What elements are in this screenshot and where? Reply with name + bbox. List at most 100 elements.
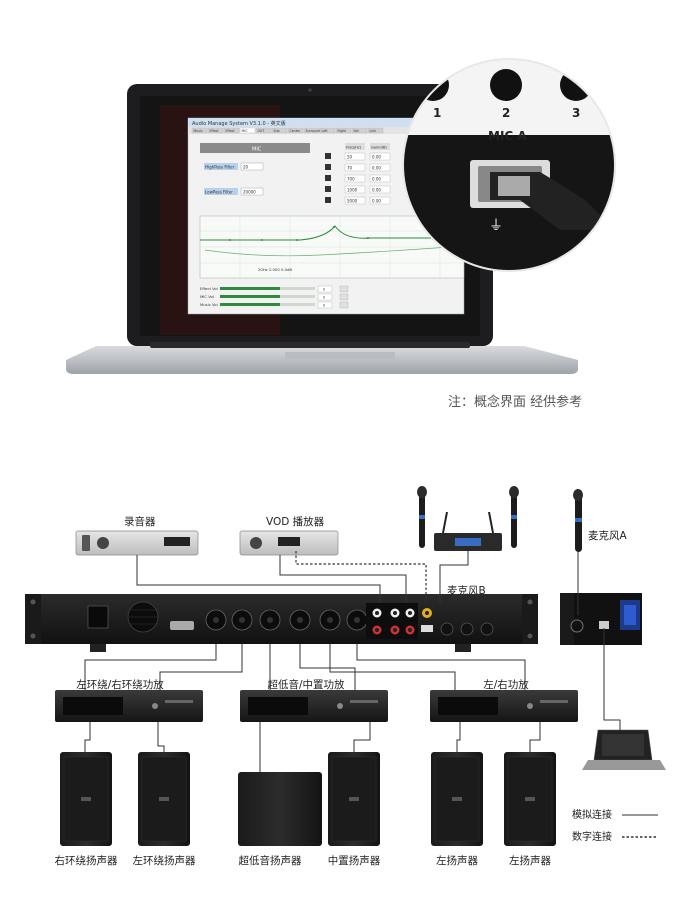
app-tab[interactable] [239,127,256,134]
eq-freq-cell[interactable] [344,185,366,194]
digital-connection [295,551,427,603]
eq-band-toggle[interactable] [325,197,331,203]
app-tab[interactable] [367,127,384,134]
eq-gain-value: 0.00 [372,177,381,182]
laptop-base [66,346,578,374]
xlr-outputs [205,609,368,631]
eq-band-toggle[interactable] [325,153,331,159]
eq-gain-cell[interactable] [369,163,391,172]
app-tab-label: OUT [258,129,265,133]
eq-gain-cell[interactable] [369,185,391,194]
laptop-keyboard-edge [150,342,470,348]
slider-value: 0 [323,288,326,292]
eq-freq-cell[interactable] [344,174,366,183]
app-tab[interactable] [271,127,288,134]
app-tab[interactable] [335,127,352,134]
slider-button[interactable] [339,285,349,293]
slider-value: 0 [323,304,326,308]
eq-freq-cell[interactable] [344,152,366,161]
eq-freq-value: 70 [347,166,353,171]
eq-freq-value: 1000 [347,188,358,193]
app-tab-label: Music [194,129,203,133]
gain-header: Gain(dB) [371,146,387,150]
lp-filter-value: 20000 [243,190,256,195]
eq-freq-value: 700 [347,177,355,182]
eq-gain-value: 0.00 [372,166,381,171]
hp-filter-select[interactable] [240,162,264,171]
slider-button[interactable] [339,293,349,301]
concept-caption: 注：概念界面 经供参考 [448,394,582,410]
eq-freq-cell[interactable] [344,163,366,172]
eq-freq-value: 5000 [347,199,358,204]
lp-filter-select[interactable] [240,187,264,196]
slider-value-box[interactable] [317,301,333,309]
slider-value-box[interactable] [317,285,333,293]
mic-inputs [440,622,494,636]
speaker-label: 中置扬声器 [328,854,381,867]
slider-fill [220,303,280,306]
power-socket [87,605,109,629]
app-titlebar [188,118,464,127]
app-tab-label: Right [338,129,347,133]
recorder-label: 录音器 [124,515,156,528]
usb-icon: ⏚ [489,218,503,234]
speaker-label: 左环绕扬声器 [133,854,196,867]
speaker-label: 右环绕扬声器 [55,854,118,867]
app-tab-label: MIC [242,129,249,133]
app-tab[interactable] [303,127,320,134]
recorder-device: 录音器 [75,515,199,556]
laptop-camera [308,88,312,92]
amplifier: 左环绕/右环绕功放 [55,678,203,722]
amplifier-label: 左环绕/右环绕功放 [76,678,164,691]
subwoofer: 超低音扬声器 [238,772,322,867]
freq-header-box [345,143,365,150]
eq-freq-cell[interactable] [344,196,366,205]
amplifier-label: 超低音/中置功放 [267,678,345,691]
rs232-port [170,621,194,630]
slider-button[interactable] [339,301,349,309]
hp-filter-label: HighPass Filter [205,165,235,170]
app-tab-label: Link [370,129,377,133]
slider-fill [220,295,280,298]
mic-panel-title: MIC [252,147,262,153]
app-title: Audio Manage System V3.1.0 - 英文版 [192,120,286,127]
eq-band-toggle[interactable] [325,175,331,181]
app-tab[interactable] [319,127,336,134]
amplifier-label: 左/右功放 [483,678,529,691]
eq-gain-value: 0.00 [372,199,381,204]
speakers: 右环绕扬声器左环绕扬声器超低音扬声器中置扬声器左扬声器左扬声器 [55,752,556,867]
inset-number-3: 3 [572,106,580,120]
eq-points[interactable] [229,226,369,241]
slider-value-box[interactable] [317,293,333,301]
eq-gain-cell[interactable] [369,152,391,161]
speaker: 左扬声器 [504,752,556,867]
amplifier: 超低音/中置功放 [240,678,388,722]
app-tab[interactable] [207,127,224,134]
speaker: 左扬声器 [431,752,483,867]
eq-band-toggle[interactable] [325,164,331,170]
eq-gain-cell[interactable] [369,174,391,183]
vod-label: VOD 播放器 [266,515,325,528]
mic-a-label: 麦克风A [588,530,627,542]
eq-gain-cell[interactable] [369,196,391,205]
app-tab[interactable] [223,127,240,134]
app-tab[interactable] [255,127,272,134]
app-tab-label: Center [290,129,301,133]
eq-gain-value: 0.00 [372,188,381,193]
app-tab[interactable] [351,127,368,134]
speaker-label: 超低音扬声器 [239,854,302,867]
mic-a: 麦克风A [573,489,627,552]
app-tab[interactable] [191,127,208,134]
eq-band-toggle[interactable] [325,186,331,192]
amplifier: 左/右功放 [430,678,578,722]
speaker: 中置扬声器 [328,752,381,867]
app-tab[interactable] [287,127,304,134]
slider-fill [220,287,280,290]
speaker-label: 左扬声器 [436,854,478,867]
mic-b-receiver: 麦克风B [417,486,519,597]
freq-header: Freq(Hz) [346,146,362,150]
